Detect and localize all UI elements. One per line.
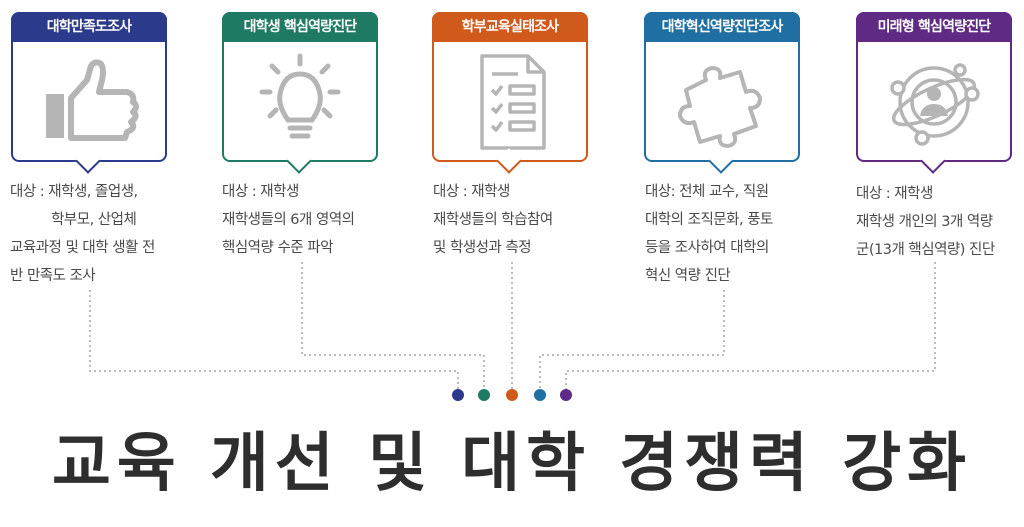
- card-title: 대학혁신역량진단조사: [644, 12, 800, 42]
- connector-dot-green: [478, 389, 490, 401]
- desc-line: 학부모, 산업체: [10, 212, 137, 228]
- desc-line: 대상 : 재학생, 졸업생,: [10, 184, 138, 200]
- connector-dot-navy: [452, 389, 464, 401]
- card-description-innovation: 대상: 전체 교수, 직원 대학의 조직문화, 풍토 등을 조사하여 대학의 혁…: [645, 178, 773, 290]
- desc-line: 재학생들의 학습참여: [433, 212, 553, 228]
- desc-line: 혁신 역량 진단: [645, 268, 731, 284]
- card-description-undergrad-education: 대상 : 재학생 재학생들의 학습참여 및 학생성과 측정: [433, 178, 553, 262]
- lightbulb-icon: [259, 53, 341, 139]
- card-description-core-competency: 대상 : 재학생 재학생들의 6개 영역의 핵심역량 수준 파악: [222, 178, 355, 262]
- checklist-icon: [480, 54, 546, 150]
- desc-line: 대상 : 재학생: [433, 184, 510, 200]
- card-title: 미래형 핵심역량진단: [856, 12, 1012, 42]
- puzzle-icon: [678, 66, 762, 148]
- survey-card-undergrad-education[interactable]: 학부교육실태조사: [432, 12, 588, 174]
- card-title: 학부교육실태조사: [432, 12, 588, 42]
- desc-line: 재학생 개인의 3개 역량: [856, 214, 993, 230]
- thumbs-up-icon: [46, 59, 139, 141]
- desc-line: 재학생들의 6개 영역의: [222, 212, 355, 228]
- card-description-satisfaction: 대상 : 재학생, 졸업생, 학부모, 산업체 교육과정 및 대학 생활 전 반…: [10, 178, 155, 290]
- card-title: 대학생 핵심역량진단: [222, 12, 378, 42]
- main-title: 교육 개선 및 대학 경쟁력 강화: [52, 427, 972, 501]
- desc-line: 대학의 조직문화, 풍토: [645, 212, 773, 228]
- connector-dot-orange: [506, 389, 518, 401]
- card-title: 대학만족도조사: [11, 12, 167, 42]
- desc-line: 대상 : 재학생: [856, 186, 933, 202]
- desc-line: 대상 : 재학생: [222, 184, 299, 200]
- desc-line: 및 학생성과 측정: [433, 240, 532, 256]
- desc-line: 대상: 전체 교수, 직원: [645, 184, 769, 200]
- desc-line: 등을 조사하여 대학의: [645, 240, 769, 256]
- connector-dot-blue: [534, 389, 546, 401]
- survey-card-satisfaction[interactable]: 대학만족도조사: [11, 12, 167, 174]
- survey-card-core-competency[interactable]: 대학생 핵심역량진단: [222, 12, 378, 174]
- desc-line: 교육과정 및 대학 생활 전: [10, 240, 155, 256]
- desc-line: 핵심역량 수준 파악: [222, 240, 333, 256]
- network-person-icon: [890, 63, 980, 146]
- connector-dot-purple: [560, 389, 572, 401]
- desc-line: 반 만족도 조사: [10, 268, 96, 284]
- survey-card-future-competency[interactable]: 미래형 핵심역량진단: [856, 12, 1012, 174]
- desc-line: 군(13개 핵심역량) 진단: [856, 242, 995, 258]
- survey-card-innovation[interactable]: 대학혁신역량진단조사: [644, 12, 800, 174]
- card-description-future-competency: 대상 : 재학생 재학생 개인의 3개 역량 군(13개 핵심역량) 진단: [856, 180, 995, 264]
